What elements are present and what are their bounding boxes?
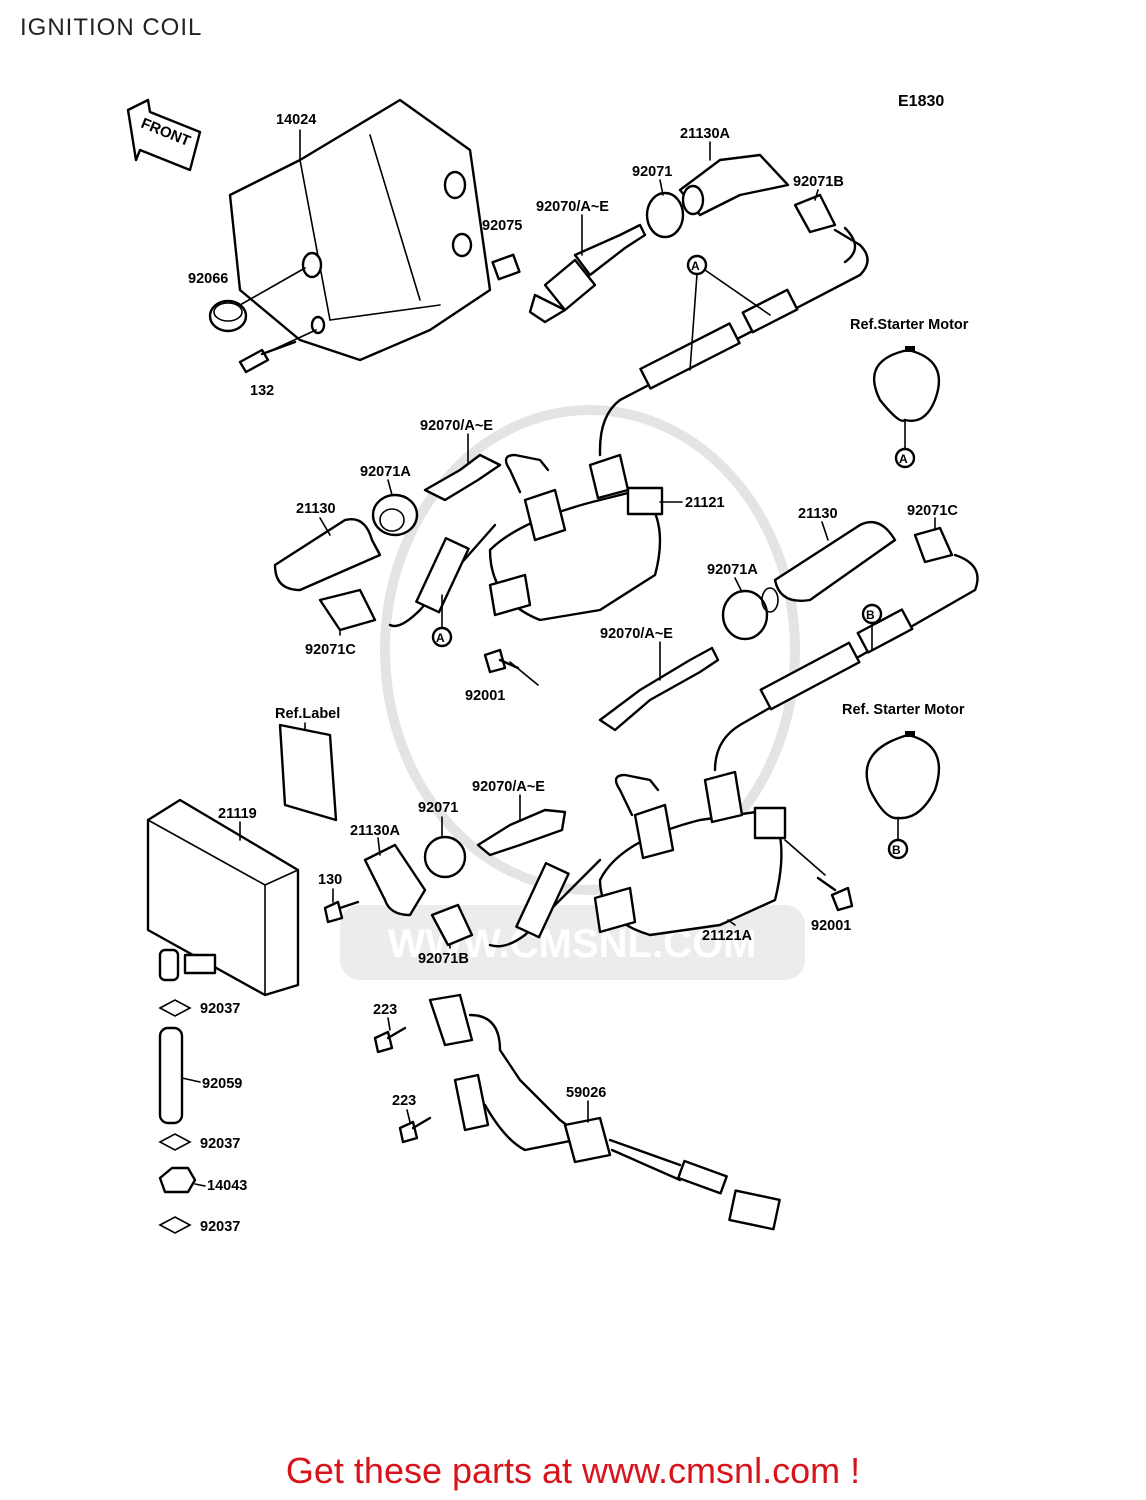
label-130: 130 bbox=[318, 872, 342, 888]
label-21130A-low: 21130A bbox=[350, 823, 401, 839]
marker-a-right: A bbox=[899, 452, 908, 466]
spark-plug-top bbox=[528, 223, 647, 324]
label-21121A: 21121A bbox=[702, 928, 753, 944]
marker-a-left: A bbox=[436, 631, 445, 645]
label-92001-mid: 92001 bbox=[465, 688, 505, 704]
label-92037-b: 92037 bbox=[200, 1136, 240, 1152]
label-92071-low: 92071 bbox=[418, 800, 458, 816]
ignition-coil-upper bbox=[488, 453, 664, 622]
label-92037-c: 92037 bbox=[200, 1219, 240, 1235]
label-92071C-right: 92071C bbox=[907, 503, 958, 519]
igniter-unit bbox=[146, 798, 300, 997]
label-21130-left: 21130 bbox=[296, 501, 336, 517]
label-21121: 21121 bbox=[685, 495, 725, 511]
label-21130-right: 21130 bbox=[798, 506, 838, 522]
label-14043: 14043 bbox=[207, 1178, 247, 1194]
label-92070-mid-left: 92070/A~E bbox=[420, 418, 493, 434]
label-92071B-top: 92071B bbox=[793, 174, 844, 190]
label-92070-mid-right: 92070/A~E bbox=[600, 626, 673, 642]
marker-a-top: A bbox=[691, 259, 700, 273]
label-92071-top: 92071 bbox=[632, 164, 672, 180]
label-21130A-top: 21130A bbox=[680, 126, 731, 142]
ref-starter-motor-b: Ref. Starter Motor bbox=[842, 702, 965, 718]
wiring-harness bbox=[428, 993, 781, 1231]
label-223-a: 223 bbox=[373, 1002, 397, 1018]
ref-starter-motor-a: Ref.Starter Motor bbox=[850, 317, 969, 333]
cta-footer[interactable]: Get these parts at www.cmsnl.com ! bbox=[285, 1450, 861, 1491]
label-92001-low: 92001 bbox=[811, 918, 851, 934]
label-92075: 92075 bbox=[482, 218, 522, 234]
diagram-code: E1830 bbox=[898, 93, 944, 110]
label-92071B-low: 92071B bbox=[418, 951, 469, 967]
front-arrow: FRONT bbox=[126, 98, 202, 172]
label-92059: 92059 bbox=[202, 1076, 242, 1092]
top-plug-cap bbox=[645, 153, 837, 239]
ignition-coil-lower bbox=[488, 770, 787, 948]
marker-b-right: B bbox=[892, 843, 901, 857]
cover-part bbox=[228, 98, 492, 362]
label-21119: 21119 bbox=[218, 806, 257, 822]
label-92070-top: 92070/A~E bbox=[536, 199, 609, 215]
label-132: 132 bbox=[250, 383, 274, 399]
marker-b-top: B bbox=[866, 608, 875, 622]
label-92066: 92066 bbox=[188, 271, 228, 287]
label-223-b: 223 bbox=[392, 1093, 416, 1109]
label-14024: 14024 bbox=[276, 112, 316, 128]
page-title: IGNITION COIL bbox=[20, 14, 203, 41]
label-92071A-left: 92071A bbox=[360, 464, 411, 480]
label-92037-a: 92037 bbox=[200, 1001, 240, 1017]
label-92070-low: 92070/A~E bbox=[472, 779, 545, 795]
label-92071C-left: 92071C bbox=[305, 642, 356, 658]
label-59026: 59026 bbox=[566, 1085, 606, 1101]
ref-label: Ref.Label bbox=[275, 706, 340, 722]
label-92071A-right: 92071A bbox=[707, 562, 758, 578]
